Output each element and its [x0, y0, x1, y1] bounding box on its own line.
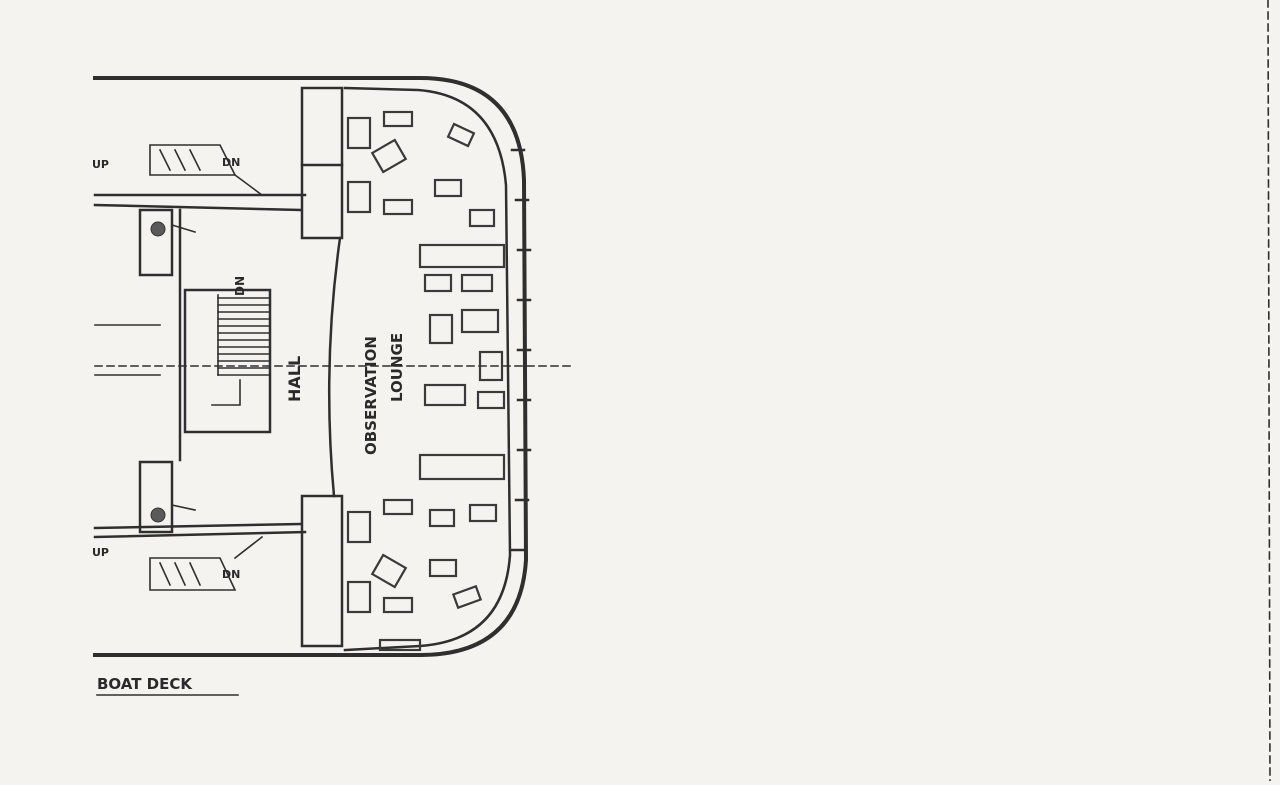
upper-corridor-wall-2	[93, 203, 302, 212]
label-dn-bottom: DN	[222, 568, 240, 581]
lower-corridor-wall-2	[93, 522, 302, 530]
stair-arrow	[211, 379, 241, 406]
lower-bulkhead-box	[300, 494, 344, 648]
label-stair-down: DN	[233, 276, 247, 296]
upper-fixture	[138, 208, 196, 277]
label-dn-top: DN	[222, 156, 240, 169]
lounge-furniture	[346, 110, 506, 652]
lower-outside-stair	[149, 535, 264, 591]
label-up-bottom: UP	[92, 546, 109, 559]
lounge-inner-wall	[327, 236, 342, 498]
deck-title: BOAT DECK	[97, 675, 193, 693]
lower-corridor-wall-1	[93, 530, 307, 539]
label-up-top: UP	[92, 158, 109, 171]
label-hall: HALL	[285, 356, 304, 402]
stair-treads	[217, 294, 271, 376]
label-lounge: LOUNGE	[388, 333, 406, 402]
window-ticks	[510, 148, 532, 552]
hull-outline	[93, 76, 529, 657]
hull-inner-line	[343, 86, 512, 652]
label-observation: OBSERVATION	[362, 336, 380, 455]
scan-edge-mark	[1267, 0, 1271, 782]
lower-fixture	[138, 460, 196, 534]
upper-outside-stair	[149, 144, 264, 197]
upper-bulkhead-box	[300, 86, 344, 240]
